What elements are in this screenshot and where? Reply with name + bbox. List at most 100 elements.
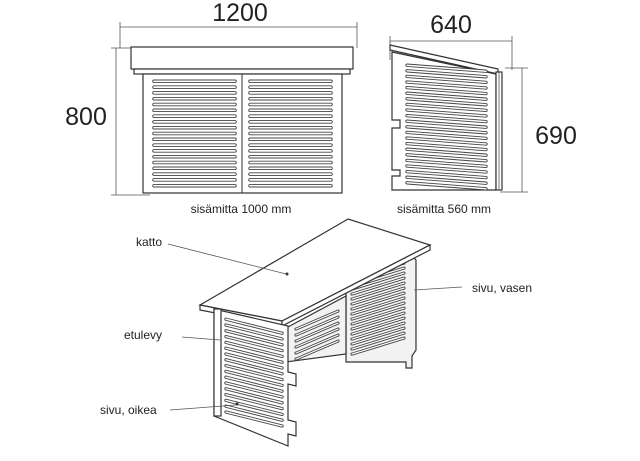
vent-slot [294, 333, 340, 355]
vent-slot [294, 321, 340, 343]
vent-slot [405, 80, 488, 90]
vent-slot [350, 336, 406, 356]
side-width-dimension: 640 [430, 11, 472, 39]
vent-slot [405, 119, 488, 129]
vent-slot [350, 306, 406, 326]
vent-slot [224, 329, 284, 347]
vent-slot [350, 326, 406, 346]
vent-slot [405, 169, 488, 180]
vent-slot [152, 149, 237, 153]
callout-leader-front-panel [181, 336, 221, 341]
vent-slot [405, 85, 488, 96]
vent-slot [224, 375, 284, 393]
vent-slot [350, 311, 406, 331]
assembly-side-right-post [213, 308, 222, 417]
vent-slot [248, 183, 333, 188]
callout-leader-roof [167, 243, 287, 275]
vent-slot [405, 63, 488, 73]
vent-slot [152, 125, 237, 130]
callout-roof: katto [136, 235, 162, 249]
vent-slot [350, 321, 406, 341]
vent-slot [405, 97, 488, 107]
side-panel-slots [405, 63, 488, 191]
vent-slot [152, 131, 237, 136]
assembly-view: katto etulevy sivu, oikea sivu, vasen [100, 218, 532, 447]
vent-slot [224, 358, 284, 376]
vent-slot [248, 178, 333, 182]
front-view: 1200 800 sisämitta 1000 mm [65, 0, 358, 216]
vent-slot [152, 137, 237, 142]
side-view: 640 690 sisämitta 560 mm [389, 11, 577, 216]
vent-slot [224, 398, 284, 417]
vent-slot [405, 175, 488, 185]
callout-leader-side-right [169, 404, 237, 411]
vent-slot [224, 352, 284, 370]
side-inner-width-label: sisämitta 560 mm [397, 202, 491, 216]
vent-slot [350, 316, 406, 336]
assembly-front-panel-slots [294, 309, 340, 361]
vent-slot [248, 114, 333, 118]
vent-slot [224, 387, 284, 405]
vent-slot [224, 317, 284, 335]
vent-slot [405, 153, 488, 163]
vent-slot [405, 130, 488, 141]
vent-slot [152, 114, 237, 118]
front-panel-slots [152, 79, 333, 188]
vent-slot [405, 91, 488, 101]
vent-slot [152, 178, 237, 182]
vent-slot [248, 85, 333, 89]
vent-slot [350, 276, 406, 296]
vent-slot [405, 74, 488, 85]
assembly-side-right-anchor-dot [235, 402, 239, 406]
vent-slot [405, 102, 488, 113]
vent-slot [224, 346, 284, 364]
vent-slot [405, 158, 488, 169]
vent-slot [405, 136, 488, 146]
vent-slot [248, 108, 333, 113]
vent-slot [248, 96, 333, 101]
vent-slot [405, 69, 488, 79]
vent-slot [405, 141, 488, 152]
vent-slot [152, 85, 237, 89]
vent-slot [248, 137, 333, 142]
side-height-dimension: 690 [535, 122, 577, 150]
vent-slot [224, 323, 284, 341]
vent-slot [294, 327, 340, 349]
front-width-dimension: 1200 [212, 0, 268, 27]
vent-slot [248, 166, 333, 171]
vent-slot [152, 120, 237, 124]
vent-slot [248, 79, 333, 84]
vent-slot [248, 131, 333, 136]
vent-slot [248, 91, 333, 95]
vent-slot [152, 143, 237, 147]
vent-slot [248, 172, 333, 176]
vent-slot [248, 160, 333, 165]
vent-slot [248, 102, 333, 107]
vent-slot [248, 143, 333, 147]
vent-slot [350, 281, 406, 301]
vent-slot [224, 392, 284, 411]
callout-side-right: sivu, oikea [100, 403, 157, 417]
vent-slot [294, 339, 340, 361]
vent-slot [152, 108, 237, 113]
vent-slot [350, 286, 406, 306]
vent-slot [224, 369, 284, 388]
vent-slot [152, 172, 237, 176]
vent-slot [248, 154, 333, 159]
assembly-roof-anchor-dot [285, 272, 289, 276]
front-height-dimension: 800 [65, 103, 107, 131]
callout-front-panel: etulevy [124, 328, 162, 342]
callout-leader-side-left [413, 286, 463, 291]
vent-slot [248, 120, 333, 124]
vent-slot [152, 160, 237, 165]
vent-slot [224, 363, 284, 382]
vent-slot [405, 147, 488, 157]
vent-slot [350, 331, 406, 351]
vent-slot [405, 164, 488, 174]
vent-slot [405, 108, 488, 118]
vent-slot [224, 381, 284, 399]
front-inner-width-label: sisämitta 1000 mm [191, 202, 292, 216]
vent-slot [152, 102, 237, 107]
front-roof-edge [133, 68, 351, 75]
